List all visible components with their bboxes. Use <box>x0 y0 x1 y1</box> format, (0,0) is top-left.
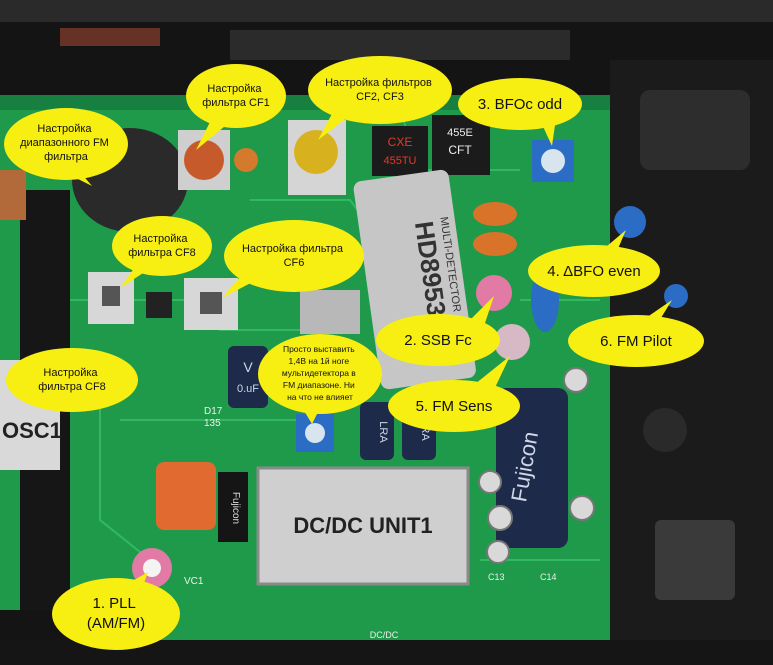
callout-pll: 1. PLL (AM/FM) <box>52 572 180 650</box>
callout-ssb-fc-label: 2. SSB Fc <box>404 332 472 349</box>
svg-text:Просто выставить 1,4В на: Просто выставить 1,4В на 1й ноге мультид… <box>282 344 358 402</box>
fujicon-cap-big <box>496 388 568 548</box>
top-bracket <box>230 30 570 60</box>
callout-cf1-l2: фильтра CF1 <box>202 97 270 109</box>
c13-label: C13 <box>488 572 505 582</box>
callout-cf6-l2: CF6 <box>284 257 305 269</box>
callout-cf23-l1: Настройка фильтров <box>325 77 432 89</box>
callout-md-voltage-l2: 1,4В на 1й ноге <box>289 356 350 366</box>
callout-fm-pilot-label: 6. FM Pilot <box>600 333 673 350</box>
dbfo-even-trimmer <box>614 206 646 238</box>
bfo-odd-screw <box>541 149 565 173</box>
callout-cf1-l1: Настройка <box>207 83 262 95</box>
callout-cf8-top: Настройка фильтра CF8 <box>112 216 212 288</box>
callout-cf6-l1: Настройка фильтра <box>242 243 344 255</box>
callout-dbfo-even-label: 4. ΔBFO even <box>547 263 640 280</box>
svg-text:Настройка фильтров CF2,: Настройка фильтров CF2, CF3 <box>325 77 435 103</box>
callout-cf1: Настройка фильтра CF1 <box>186 64 286 150</box>
cft-label: CFT <box>448 143 472 157</box>
callout-fm-range-filter-l1: Настройка <box>37 123 92 135</box>
cxe-label: CXE <box>388 135 413 149</box>
callout-md-voltage-l3: мультидетектора в <box>282 368 356 378</box>
ceramic-filter-cft <box>432 115 490 175</box>
orange-block-cap <box>156 462 216 530</box>
455tu-label: 455TU <box>383 155 416 167</box>
callout-pll-l1: 1. PLL <box>93 595 136 612</box>
svg-text:Настройка диапазонного F: Настройка диапазонного FM фильтра <box>20 123 112 163</box>
orange-cap <box>234 148 258 172</box>
vc1-label: VC1 <box>184 576 204 587</box>
orange-cap-1 <box>473 202 517 226</box>
callout-fm-range-filter-l2: диапазонного FM <box>20 137 109 149</box>
electrolytic-cap-v <box>228 346 268 408</box>
lra-cap-1 <box>360 402 394 460</box>
svg-text:Настройка фильтра CF1: Настройка фильтра CF1 <box>202 83 270 109</box>
small-caps <box>478 367 595 564</box>
callout-bfo-odd-label: 3. BFOc odd <box>478 96 562 113</box>
osc-label: OSC1 <box>2 418 62 443</box>
svg-text:1. PLL (AM/FM): 1. PLL (AM/FM) <box>87 595 145 632</box>
callout-cf8-top-l2: фильтра CF8 <box>128 247 196 259</box>
right-switch <box>655 520 735 600</box>
callout-fm-range-filter-l3: фильтра <box>44 151 89 163</box>
callout-md-voltage-l4: FM диапазоне. Ни <box>283 380 355 390</box>
callout-ssb-fc: 2. SSB Fc <box>376 296 500 366</box>
callout-cf8-left-l1: Настройка <box>43 367 98 379</box>
callout-cf23-l2: CF2, CF3 <box>356 91 404 103</box>
callout-cf8-top-l1: Настройка <box>133 233 188 245</box>
lra-label-1: LRA <box>377 421 389 443</box>
callout-dbfo-even: 4. ΔBFO even <box>528 230 660 297</box>
callout-cf8-left-l2: фильтра CF8 <box>38 381 106 393</box>
pink-trimmer-ssb <box>476 275 512 311</box>
callout-fm-range-filter: Настройка диапазонного FM фильтра <box>4 108 128 186</box>
right-knob-mount <box>640 90 750 170</box>
cap-v-label: V <box>243 359 253 375</box>
cf1-trimmer <box>184 140 224 180</box>
callout-md-voltage-l5: на что не влияет <box>287 392 353 402</box>
d17-label: D17 <box>204 406 223 417</box>
svg-text:Настройка фильтра CF8: Настройка фильтра CF8 <box>38 367 106 393</box>
coil-left <box>0 170 26 220</box>
cf23-trimmer <box>294 130 338 174</box>
housing-top-edge <box>0 0 773 22</box>
small-ic <box>146 292 172 318</box>
fm-sens-trimmer <box>494 324 530 360</box>
dcdc-label: DC/DC UNIT1 <box>293 513 432 538</box>
fujicon-cap-small <box>218 472 248 542</box>
callout-bfo-odd: 3. BFOc odd <box>458 78 582 146</box>
callout-cf8-left: Настройка фильтра CF8 <box>6 348 138 412</box>
callout-cf2-cf3: Настройка фильтров CF2, CF3 <box>308 56 452 140</box>
svg-text:Настройка фильтра CF6: Настройка фильтра CF6 <box>242 243 346 269</box>
callout-md-voltage-l1: Просто выставить <box>283 344 355 354</box>
455e-label: 455E <box>447 127 473 139</box>
md-voltage-screw <box>305 423 325 443</box>
ceramic-filter-cxe <box>372 126 428 176</box>
cf8-core <box>102 286 120 306</box>
callout-fm-pilot: 6. FM Pilot <box>568 300 704 367</box>
callout-md-voltage: Просто выставить 1,4В на 1й ноге мультид… <box>258 334 382 424</box>
callout-cf6: Настройка фильтра CF6 <box>222 220 364 298</box>
c14-label: C14 <box>540 572 557 582</box>
crystal <box>300 290 360 334</box>
dcdc-bottom-label: DC/DC <box>370 630 399 640</box>
fujicon-small-label: Fujicon <box>230 492 241 524</box>
orange-cap-2 <box>473 232 517 256</box>
cap-value-label: 0.uF <box>237 383 259 395</box>
callout-pll-l2: (AM/FM) <box>87 615 145 632</box>
ribbon-connector <box>60 28 160 46</box>
d17-value: 135 <box>204 418 221 429</box>
right-screw <box>643 408 687 452</box>
cf6-core <box>200 292 222 314</box>
svg-text:Настройка фильтра CF8: Настройка фильтра CF8 <box>128 233 196 259</box>
dcdc-unit <box>256 466 470 586</box>
pcb-edge <box>0 95 610 110</box>
callout-fm-sens: 5. FM Sens <box>388 356 520 432</box>
callout-fm-sens-label: 5. FM Sens <box>416 398 493 415</box>
